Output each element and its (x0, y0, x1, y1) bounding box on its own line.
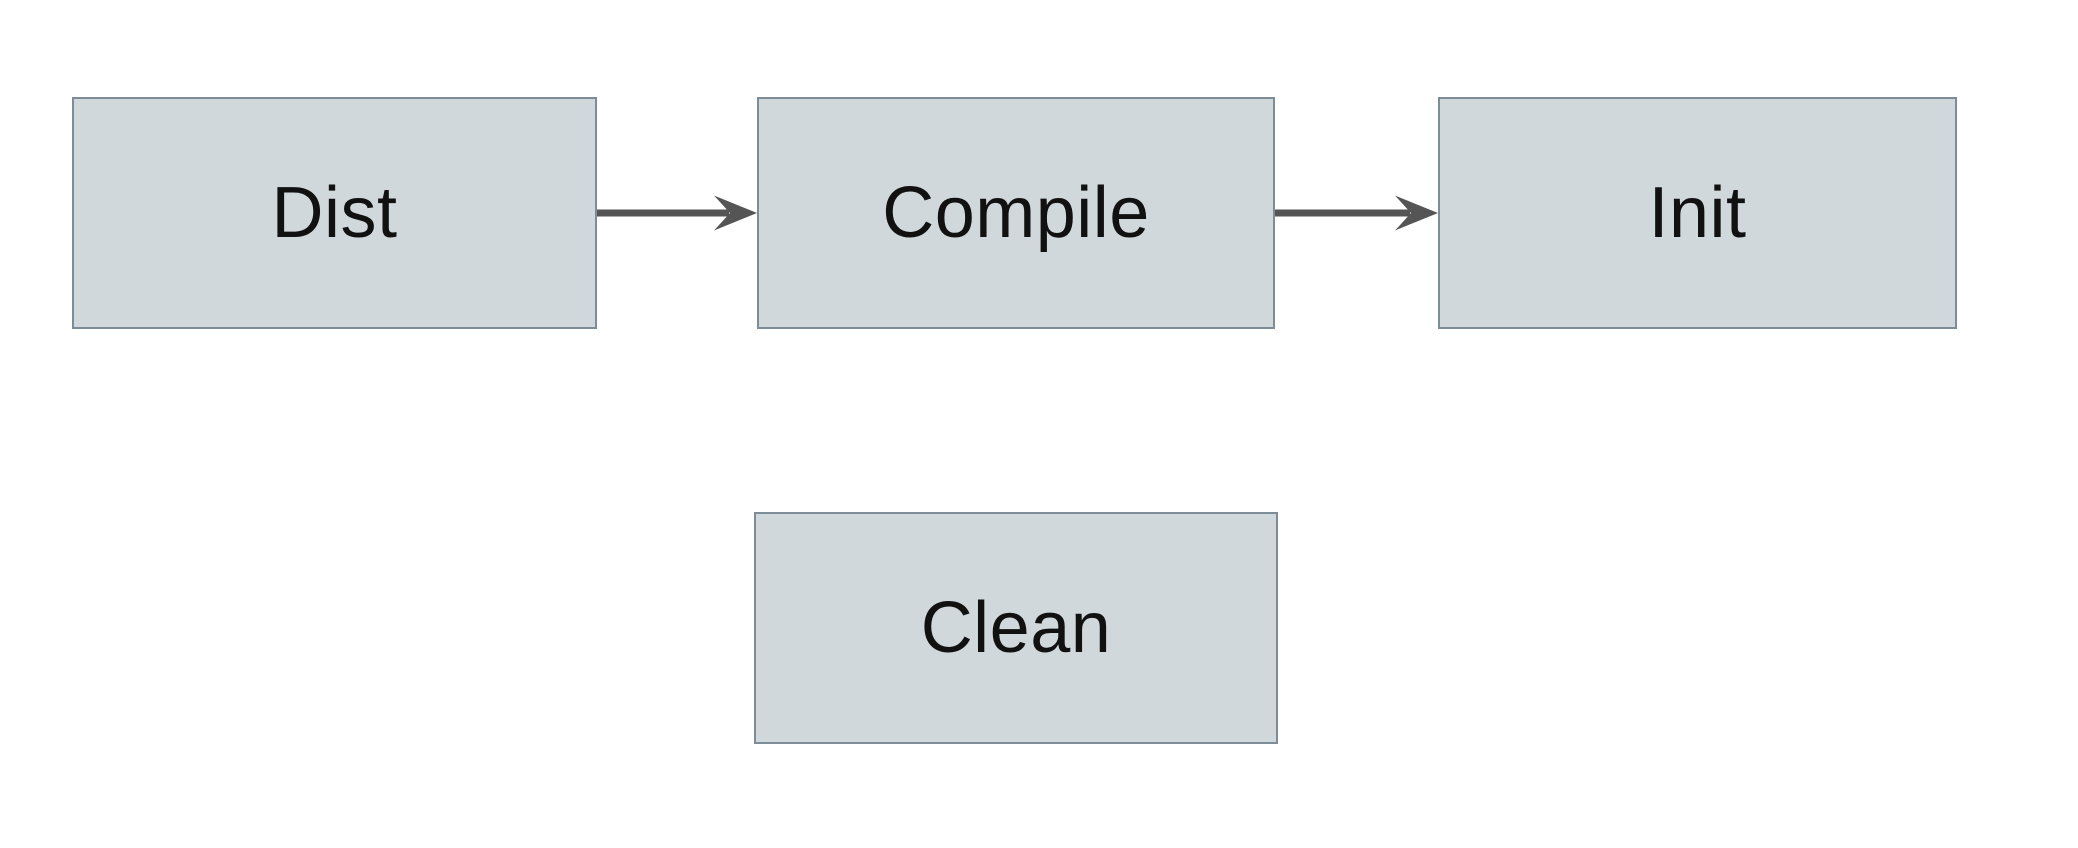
node-clean[interactable]: Clean (754, 512, 1278, 744)
node-label-dist: Dist (271, 173, 398, 253)
edge-dist-compile[interactable] (597, 195, 757, 231)
node-dist[interactable]: Dist (72, 97, 597, 329)
node-init[interactable]: Init (1438, 97, 1957, 329)
arrowhead-icon (1395, 195, 1438, 231)
arrowhead-icon (714, 195, 757, 231)
edge-compile-init[interactable] (1275, 195, 1438, 231)
node-compile[interactable]: Compile (757, 97, 1275, 329)
node-label-init: Init (1648, 173, 1747, 253)
node-label-compile: Compile (882, 173, 1150, 253)
node-label-clean: Clean (920, 588, 1112, 668)
